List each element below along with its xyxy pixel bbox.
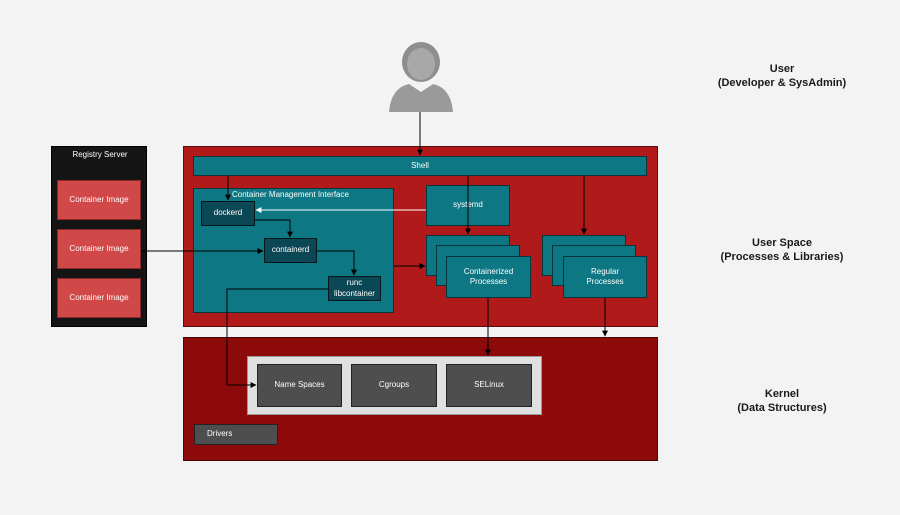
dockerd-box: dockerd bbox=[201, 201, 255, 226]
container-image-3: Container Image bbox=[57, 278, 141, 318]
container-image-1: Container Image bbox=[57, 180, 141, 220]
user-label-title: User bbox=[769, 63, 795, 75]
user-space-label-title: User Space bbox=[752, 237, 812, 249]
user-label: User (Developer & SysAdmin) bbox=[697, 62, 867, 91]
user-label-subtitle: (Developer & SysAdmin) bbox=[717, 77, 847, 90]
runc-box: runc libcontainer bbox=[328, 276, 381, 301]
shell-label: Shell bbox=[411, 160, 429, 170]
cgroups-label: Cgroups bbox=[378, 380, 410, 390]
cgroups-box: Cgroups bbox=[351, 364, 437, 407]
container-image-label: Container Image bbox=[69, 292, 129, 302]
regular-process-front: Regular Processes bbox=[563, 256, 647, 298]
dockerd-label: dockerd bbox=[213, 208, 243, 218]
namespaces-label: Name Spaces bbox=[274, 380, 325, 390]
drivers-label: Drivers bbox=[207, 429, 233, 439]
runc-label: runc libcontainer bbox=[334, 278, 375, 298]
drivers-box: Drivers bbox=[194, 424, 278, 445]
user-space-label: User Space (Processes & Libraries) bbox=[697, 236, 867, 265]
user-space-label-subtitle: (Processes & Libraries) bbox=[720, 251, 844, 264]
namespaces-box: Name Spaces bbox=[257, 364, 342, 407]
kernel-label-subtitle: (Data Structures) bbox=[737, 402, 827, 415]
user-icon bbox=[385, 38, 457, 112]
container-image-label: Container Image bbox=[69, 243, 129, 253]
kernel-label: Kernel (Data Structures) bbox=[697, 387, 867, 416]
containerized-process-front: Containerized Processes bbox=[446, 256, 531, 298]
containerized-label: Containerized Processes bbox=[463, 266, 514, 286]
systemd-label: systemd bbox=[453, 200, 483, 210]
registry-server-title: Registry Server bbox=[72, 150, 128, 159]
containerd-box: containerd bbox=[264, 238, 317, 263]
systemd-box: systemd bbox=[426, 185, 510, 226]
shell-bar: Shell bbox=[193, 156, 647, 176]
selinux-box: SELinux bbox=[446, 364, 532, 407]
kernel-label-title: Kernel bbox=[764, 388, 800, 400]
regular-label: Regular Processes bbox=[586, 266, 624, 286]
container-image-label: Container Image bbox=[69, 194, 129, 204]
container-image-2: Container Image bbox=[57, 229, 141, 269]
selinux-label: SELinux bbox=[474, 380, 504, 390]
containerd-label: containerd bbox=[271, 245, 310, 255]
cmi-title: Container Management Interface bbox=[232, 190, 349, 199]
